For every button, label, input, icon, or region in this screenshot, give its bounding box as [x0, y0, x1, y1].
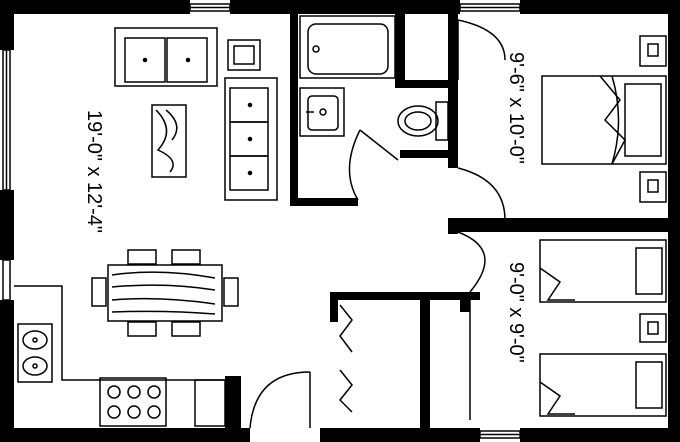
door-swing — [249, 371, 311, 429]
bedroom-2-dimension: 9'-0" x 9'-0" — [505, 262, 527, 363]
bedroom-1 — [541, 35, 667, 203]
door-swing — [457, 19, 506, 61]
nightstand — [639, 171, 667, 203]
interior-walls — [225, 14, 668, 428]
nightstand — [639, 313, 667, 343]
double-bed — [541, 75, 667, 165]
twin-bed — [539, 239, 667, 303]
side-table — [227, 39, 261, 71]
bathroom — [299, 15, 449, 141]
fridge — [194, 379, 226, 427]
doors — [249, 19, 506, 429]
living-room — [14, 27, 278, 427]
kitchen-counter — [14, 285, 226, 427]
bedroom-2 — [539, 239, 667, 417]
door-swing — [348, 129, 361, 201]
bedroom-1-dimension: 9'-6" x 10'-0" — [505, 52, 527, 164]
toilet — [397, 101, 449, 141]
door-swing — [457, 231, 486, 293]
stove — [99, 377, 167, 427]
loveseat — [114, 27, 218, 87]
sofa — [224, 77, 278, 201]
living-room-dimension: 19'-0" x 12'-4" — [83, 110, 105, 233]
windows — [2, 3, 521, 439]
coffee-table — [151, 104, 187, 178]
nightstand — [639, 35, 667, 67]
bathroom-sink — [299, 87, 345, 137]
twin-bed — [539, 353, 667, 417]
dining-table — [91, 249, 239, 337]
bathtub — [299, 15, 396, 79]
door-swing — [457, 167, 506, 221]
